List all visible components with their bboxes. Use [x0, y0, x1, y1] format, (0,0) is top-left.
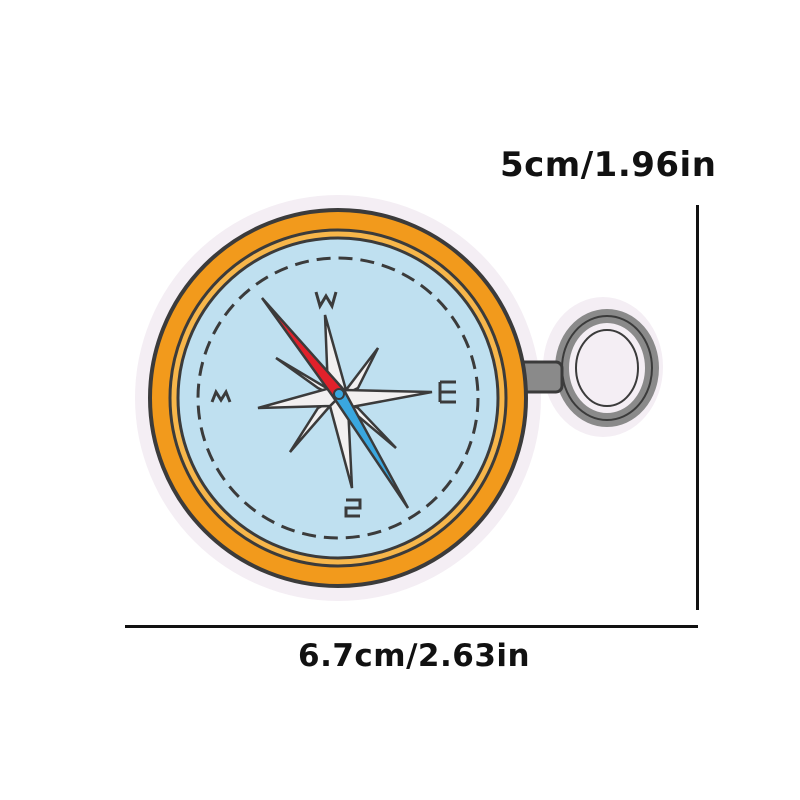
height-dimension-line: [696, 205, 699, 610]
width-dimension-line: [125, 625, 698, 628]
north-mark: [314, 291, 338, 310]
west-mark: [210, 388, 232, 403]
width-dimension-label: 6.7cm/2.63in: [298, 638, 531, 674]
height-dimension-label: 5cm/1.96in: [500, 145, 717, 185]
east-mark: [438, 380, 456, 404]
cardinal-marks: [210, 291, 456, 518]
dial-track: [196, 256, 480, 540]
south-mark: [344, 498, 362, 518]
